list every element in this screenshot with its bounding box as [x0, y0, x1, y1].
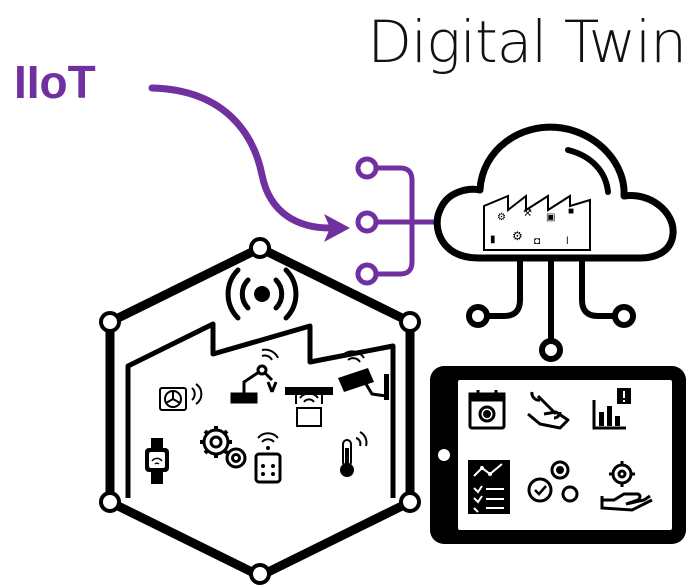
hex-node — [399, 491, 421, 513]
diagram-title: Digital Twin — [367, 8, 687, 76]
mini-camera-icon: ■ — [568, 206, 574, 217]
calendar-gear-icon — [468, 390, 506, 430]
tablet — [430, 366, 686, 544]
conveyor-box-icon — [285, 387, 333, 427]
robot-arm-icon — [230, 348, 279, 404]
mini-box-icon: ▣ — [546, 212, 555, 223]
gears-check-icon — [527, 460, 579, 503]
broadcast-icon — [225, 267, 299, 321]
mini-robot-icon: ⚒ — [523, 208, 532, 219]
iiot-arrowhead — [324, 214, 350, 242]
hand-gear-icon — [600, 461, 653, 512]
smartwatch-icon — [145, 438, 169, 484]
factory-outline — [125, 321, 396, 498]
iiot-arrow — [148, 84, 334, 232]
mini-sensor-icon: ◘ — [534, 236, 540, 247]
factory-hexagon — [99, 237, 421, 585]
iiot-label: IIoT — [14, 56, 96, 108]
fan-wifi-icon — [159, 383, 203, 411]
hex-node — [99, 311, 121, 333]
iiot-connector — [355, 156, 436, 286]
gears-icon — [200, 426, 247, 469]
security-camera-icon — [338, 350, 389, 400]
hex-node — [249, 237, 271, 259]
mini-fan-icon: ⚙ — [497, 212, 506, 223]
mini-gears-icon: ⚙ — [512, 229, 523, 243]
mini-factory-outline — [483, 193, 591, 251]
hex-node — [249, 563, 271, 585]
mini-watch-icon: ▮ — [490, 234, 496, 245]
mini-thermo-icon: ǀ — [566, 236, 569, 247]
hex-node — [99, 491, 121, 513]
bar-chart-alert-icon — [592, 388, 631, 430]
wrench-hand-icon — [527, 391, 570, 430]
report-checklist-icon — [468, 460, 510, 514]
cloud-connectors — [466, 259, 636, 362]
cloud: ⚙ ⚒ ▣ ■ ▮ ⚙ ◘ ǀ — [433, 123, 677, 262]
sensor-wifi-icon — [254, 432, 282, 484]
thermometer-icon — [340, 431, 368, 477]
hex-node — [399, 311, 421, 333]
